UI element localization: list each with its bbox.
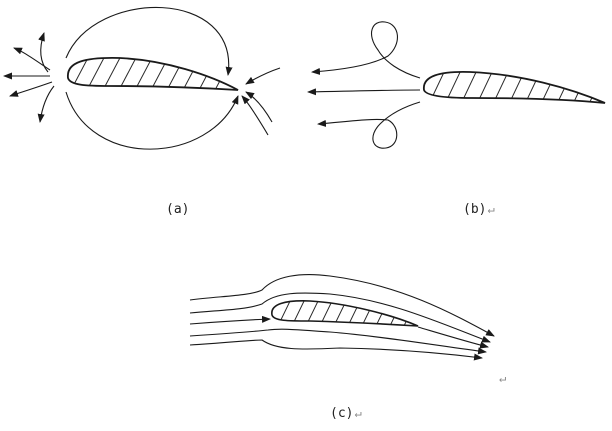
panel-b	[307, 21, 606, 149]
caption-a-text: (a)	[166, 202, 190, 217]
streamline-3	[189, 315, 271, 325]
streamline-5	[189, 339, 483, 361]
lower-circulation-arc-a	[65, 91, 239, 150]
airfoil-b	[423, 71, 606, 104]
caption-a: (a)	[166, 202, 189, 217]
upstream-streamlines-b	[307, 21, 421, 149]
streamlines-c	[189, 273, 495, 361]
caption-b-return-mark: ↵	[487, 202, 495, 216]
caption-c: (c)↵	[330, 406, 362, 421]
trailing-edge-inflow-a	[241, 67, 281, 136]
airfoil-c	[271, 300, 419, 327]
caption-b-text: (b)	[463, 202, 487, 217]
caption-b: (b)↵	[463, 202, 495, 217]
stray-return-mark: ↵	[499, 371, 507, 385]
streamline-2	[189, 292, 491, 343]
airfoil-a	[67, 56, 239, 91]
upper-circulation-arc-a	[65, 7, 233, 76]
panel-a	[3, 7, 281, 150]
panel-c	[189, 273, 495, 361]
caption-c-return-mark: ↵	[354, 406, 362, 420]
streamline-4	[189, 328, 487, 355]
streamline-3-wake	[417, 326, 489, 349]
streamline-1	[189, 273, 495, 337]
caption-c-text: (c)	[330, 406, 354, 421]
leading-edge-outflow-a	[3, 32, 55, 123]
